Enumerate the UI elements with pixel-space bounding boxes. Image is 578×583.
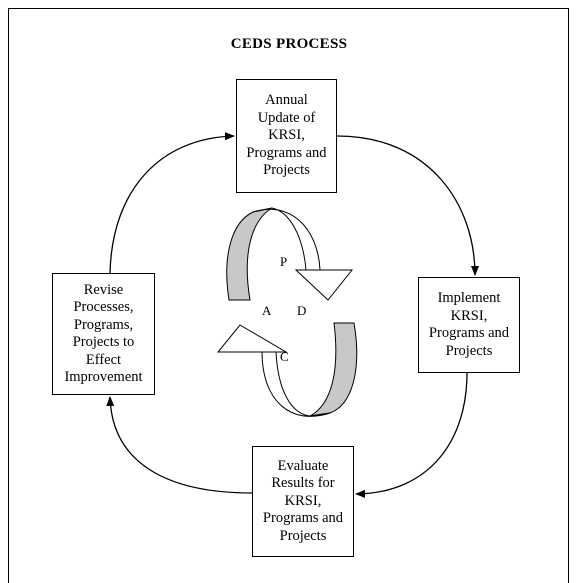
step-box-implement: Implement KRSI, Programs and Projects — [418, 277, 520, 373]
pdca-label-c: C — [280, 349, 289, 364]
step-label-revise: Revise Processes, Programs, Projects to … — [64, 281, 143, 386]
step-label-evaluate: Evaluate Results for KRSI, Programs and … — [262, 457, 344, 544]
arrow-bottom-to-left — [106, 396, 253, 494]
step-box-revise: Revise Processes, Programs, Projects to … — [52, 273, 155, 395]
pdca-label-a: A — [262, 303, 272, 318]
step-box-annual-update: Annual Update of KRSI, Programs and Proj… — [236, 79, 337, 193]
pdca-upper-arrow — [226, 207, 354, 301]
step-label-implement: Implement KRSI, Programs and Projects — [428, 290, 510, 359]
arrow-top-to-right — [336, 135, 479, 276]
step-box-evaluate: Evaluate Results for KRSI, Programs and … — [252, 446, 354, 557]
pdca-label-p: P — [280, 254, 287, 269]
pdca-label-d: D — [297, 303, 306, 318]
step-label-annual-update: Annual Update of KRSI, Programs and Proj… — [246, 92, 327, 179]
diagram-title: CEDS PROCESS — [230, 36, 348, 52]
diagram-frame — [8, 8, 569, 583]
pdca-lower-arrow — [216, 322, 358, 417]
arrow-left-to-top — [109, 132, 235, 274]
arrow-right-to-bottom — [355, 372, 468, 498]
